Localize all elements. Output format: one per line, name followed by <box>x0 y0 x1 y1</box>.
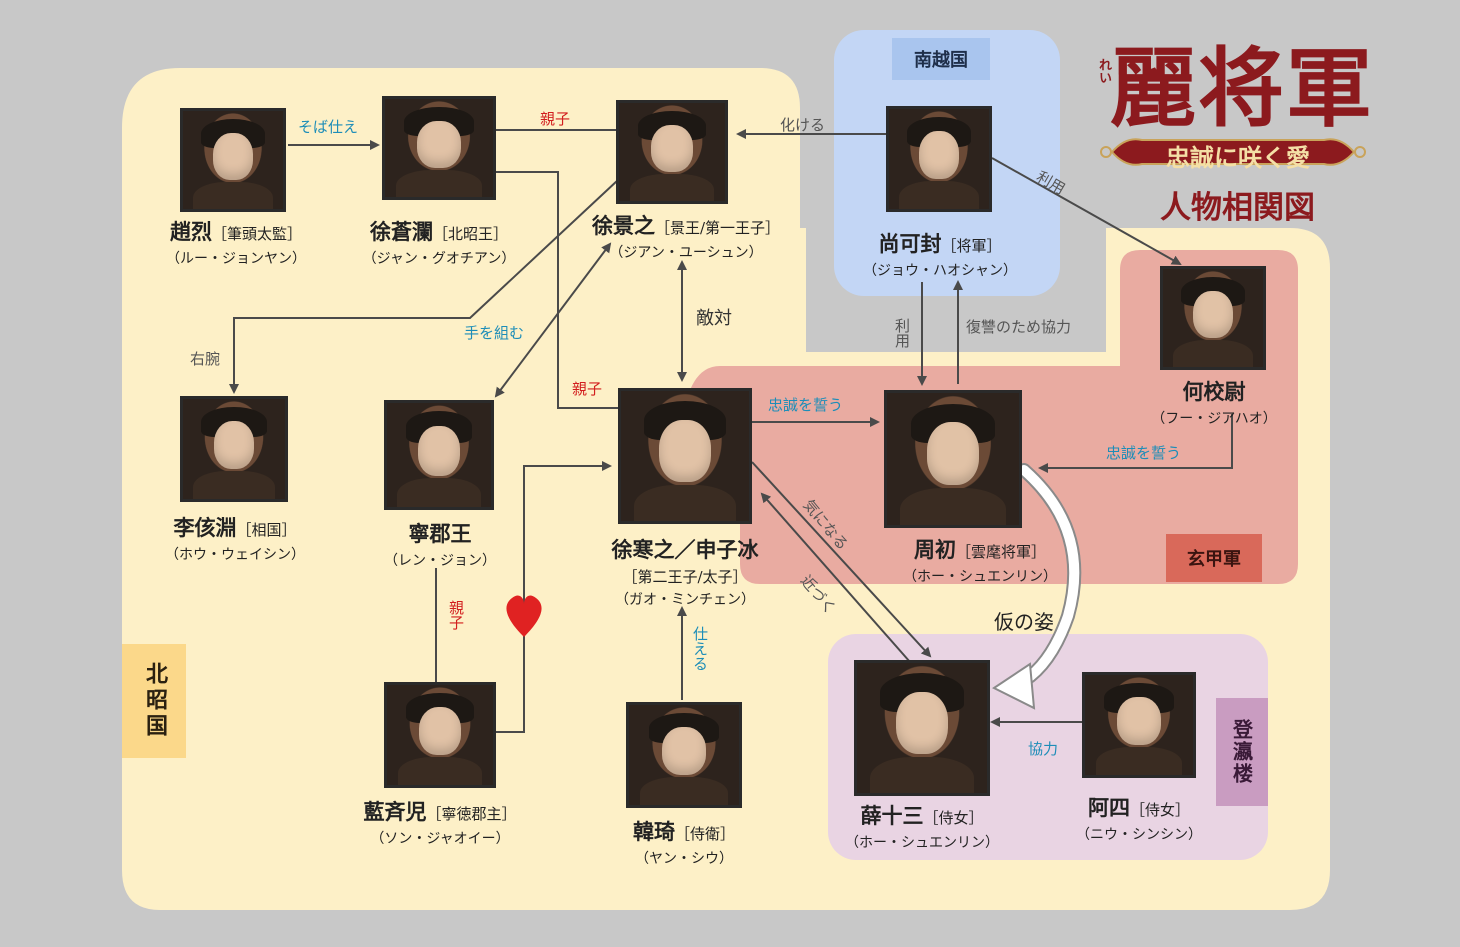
char-zhouchu-reading: （ホー・シュエンリン） <box>903 569 1057 585</box>
char-hexiaowei-name: 何校尉 <box>1182 379 1246 404</box>
label-chuseiwochikau1: 忠誠を誓う <box>768 396 844 414</box>
char-xujingzhi-name: 徐景之 <box>591 213 655 238</box>
char-xueshisan-role: ［侍女］ <box>923 809 984 827</box>
char-xuhanzhi: 徐寒之／申子冰 ［第二王子/太子］ （ガオ・ミンチェン） <box>580 534 790 609</box>
char-hanqi-reading: （ヤン・シウ） <box>635 851 733 867</box>
line-migiude <box>229 179 619 394</box>
char-xucanglan-reading: （ジャン・グオチアン） <box>362 251 516 267</box>
label-karinosugata: 仮の姿 <box>994 610 1054 634</box>
label-tewokumu: 手を組む <box>464 324 525 342</box>
portrait-xucanglan <box>382 96 496 200</box>
label-sobazukae: そば仕え <box>298 118 359 136</box>
char-ningjunwang: 寧郡王 （レン・ジョン） <box>360 518 520 570</box>
char-xueshisan-reading: （ホー・シュエンリン） <box>845 835 999 851</box>
label-migiude: 右腕 <box>190 350 221 368</box>
char-lanqier-name: 藍斉児 <box>363 799 427 824</box>
char-xuhanzhi-reading: （ガオ・ミンチェン） <box>615 592 755 608</box>
char-zhouchu-name: 周初 <box>913 537 956 562</box>
portrait-zhouchu <box>884 390 1022 528</box>
char-shangkefeng-reading: （ジョウ・ハオシャン） <box>863 263 1017 279</box>
char-lanqier-reading: （ソン・ジャオイー） <box>370 831 510 847</box>
char-hexiaowei-reading: （フー・ジアハオ） <box>1151 411 1277 427</box>
label-oyako3: 親子 <box>447 600 465 630</box>
line-kininaru <box>751 461 932 658</box>
region-tag-dengying: 登瀛楼 <box>1216 698 1268 806</box>
label-riyou2: 利用 <box>893 318 911 348</box>
char-asi-role: ［侍女］ <box>1129 801 1190 819</box>
char-zhaolie-reading: （ルー・ジョンヤン） <box>166 251 306 267</box>
char-xujingzhi: 徐景之［景王/第一王子］ （ジアン・ユーシュン） <box>566 210 806 262</box>
title-chart-name: 人物相関図 <box>1160 190 1315 226</box>
line-oyako2 <box>496 171 618 409</box>
karinosugata-arrowhead <box>992 662 1036 710</box>
char-lihaiyuan-role: ［相国］ <box>236 521 297 539</box>
portrait-xuhanzhi <box>618 388 752 524</box>
char-xucanglan-name: 徐蒼瀾 <box>369 219 433 244</box>
label-oyako1: 親子 <box>540 110 571 128</box>
char-xueshisan: 薛十三［侍女］ （ホー・シュエンリン） <box>832 800 1012 852</box>
line-tewokumu <box>494 242 612 398</box>
char-xuhanzhi-role: ［第二王子/太子］ <box>622 568 748 586</box>
label-fukushu: 復讐のため協力 <box>966 318 1072 336</box>
char-zhaolie: 趙烈［筆頭太監］ （ルー・ジョンヤン） <box>146 216 326 268</box>
line-riyou1 <box>991 157 1182 265</box>
region-tag-beishao: 北昭国 <box>122 644 186 758</box>
portrait-shangkefeng <box>886 106 992 212</box>
char-ningjunwang-reading: （レン・ジョン） <box>384 553 496 569</box>
line-love <box>496 461 612 733</box>
region-tag-nanyue: 南越国 <box>892 38 990 80</box>
label-oyako2: 親子 <box>572 380 603 398</box>
char-shangkefeng-role: ［将軍］ <box>941 237 1002 255</box>
portrait-asi <box>1082 672 1196 778</box>
char-xucanglan: 徐蒼瀾［北昭王］ （ジャン・グオチアン） <box>344 216 534 268</box>
char-zhouchu: 周初［雲麾将軍］ （ホー・シュエンリン） <box>880 534 1080 586</box>
char-xueshisan-name: 薛十三 <box>860 803 924 828</box>
portrait-ningjunwang <box>384 400 494 510</box>
char-lanqier-role: ［寧徳郡主］ <box>426 805 517 823</box>
line-chikazuku <box>760 492 911 663</box>
char-zhouchu-role: ［雲麾将軍］ <box>955 543 1046 561</box>
char-xuhanzhi-name: 徐寒之／申子冰 <box>611 537 759 562</box>
char-asi: 阿四［侍女］ （ニウ・シンシン） <box>1064 792 1214 844</box>
portrait-xujingzhi <box>616 100 728 204</box>
region-tag-xuanjia: 玄甲軍 <box>1166 534 1262 582</box>
char-asi-name: 阿四 <box>1087 795 1130 820</box>
portrait-lihaiyuan <box>180 396 288 502</box>
label-tekitai: 敵対 <box>696 308 732 329</box>
char-hexiaowei: 何校尉 （フー・ジアハオ） <box>1134 376 1294 428</box>
char-hanqi-name: 韓琦 <box>632 819 675 844</box>
char-shangkefeng-name: 尚可封 <box>878 231 942 256</box>
title-ruby: れい <box>1096 58 1111 84</box>
portrait-hexiaowei <box>1160 266 1266 370</box>
char-hanqi-role: ［侍衛］ <box>674 825 735 843</box>
line-chuseiwochikau2 <box>1038 414 1233 473</box>
char-lihaiyuan-name: 李侅淵 <box>173 515 237 540</box>
label-tsukaeru: 仕える <box>691 626 709 671</box>
label-kyoryoku: 協力 <box>1028 740 1059 758</box>
char-xujingzhi-role: ［景王/第一王子］ <box>654 219 781 237</box>
char-lihaiyuan: 李侅淵［相国］ （ホウ・ウェイシン） <box>140 512 330 564</box>
title-subtitle-banner <box>1100 138 1366 166</box>
portrait-xueshisan <box>854 660 990 796</box>
char-shangkefeng: 尚可封［将軍］ （ジョウ・ハオシャン） <box>850 228 1030 280</box>
label-bakeru: 化ける <box>780 116 826 134</box>
label-chuseiwochikau2: 忠誠を誓う <box>1106 444 1182 462</box>
portrait-hanqi <box>626 702 742 808</box>
char-zhaolie-name: 趙烈 <box>169 219 212 244</box>
char-lanqier: 藍斉児［寧徳郡主］ （ソン・ジャオイー） <box>340 796 540 848</box>
title-subtitle: 忠誠に咲く愛 <box>1166 143 1310 172</box>
char-ningjunwang-name: 寧郡王 <box>408 521 472 546</box>
heart-icon <box>506 595 542 637</box>
title-main: 麗将軍 <box>1110 38 1374 139</box>
char-xucanglan-role: ［北昭王］ <box>432 225 508 243</box>
char-hanqi: 韓琦［侍衛］ （ヤン・シウ） <box>604 816 764 868</box>
portrait-zhaolie <box>180 108 286 212</box>
char-asi-reading: （ニウ・シンシン） <box>1076 827 1202 843</box>
char-xujingzhi-reading: （ジアン・ユーシュン） <box>609 245 763 261</box>
portrait-lanqier <box>384 682 496 788</box>
char-lihaiyuan-reading: （ホウ・ウェイシン） <box>165 547 305 563</box>
char-zhaolie-role: ［筆頭太監］ <box>211 225 302 243</box>
